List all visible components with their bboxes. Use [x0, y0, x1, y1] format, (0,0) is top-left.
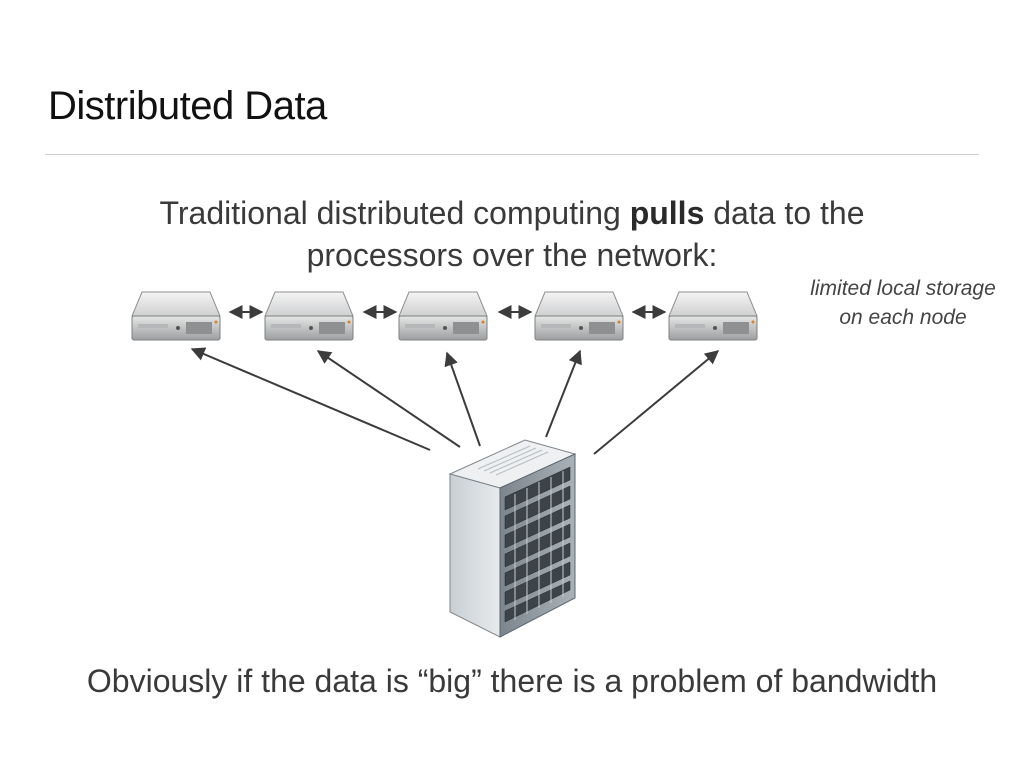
arrow-storage-node-3	[444, 351, 481, 447]
storage-note: limited local storage on each node	[810, 277, 996, 329]
arrow-storage-node-4	[545, 349, 582, 438]
server-node-5	[668, 291, 758, 341]
server-node-1	[131, 291, 221, 341]
arrow-storage-node-5	[593, 350, 720, 455]
server-node-4	[534, 291, 624, 341]
server-node-icon	[131, 291, 221, 341]
rack-storage	[448, 439, 577, 638]
title-divider	[45, 154, 979, 155]
headline-text-end: data to the processors over the network:	[306, 195, 865, 273]
headline-bold-word: pulls	[629, 195, 705, 231]
server-node-icon	[668, 291, 758, 341]
server-node-icon	[398, 291, 488, 341]
footer-text: Obviously if the data is “big” there is …	[86, 663, 938, 699]
slide-title: Distributed Data	[48, 84, 327, 128]
rack-storage-icon	[448, 439, 577, 638]
server-node-2	[264, 291, 354, 341]
server-node-icon	[534, 291, 624, 341]
server-node-3	[398, 291, 488, 341]
server-node-icon	[264, 291, 354, 341]
headline-text-start: Traditional distributed computing	[159, 195, 630, 231]
arrow-storage-node-2	[316, 350, 461, 448]
arrow-storage-node-1	[190, 347, 431, 451]
headline: Traditional distributed computing pulls …	[80, 192, 944, 276]
